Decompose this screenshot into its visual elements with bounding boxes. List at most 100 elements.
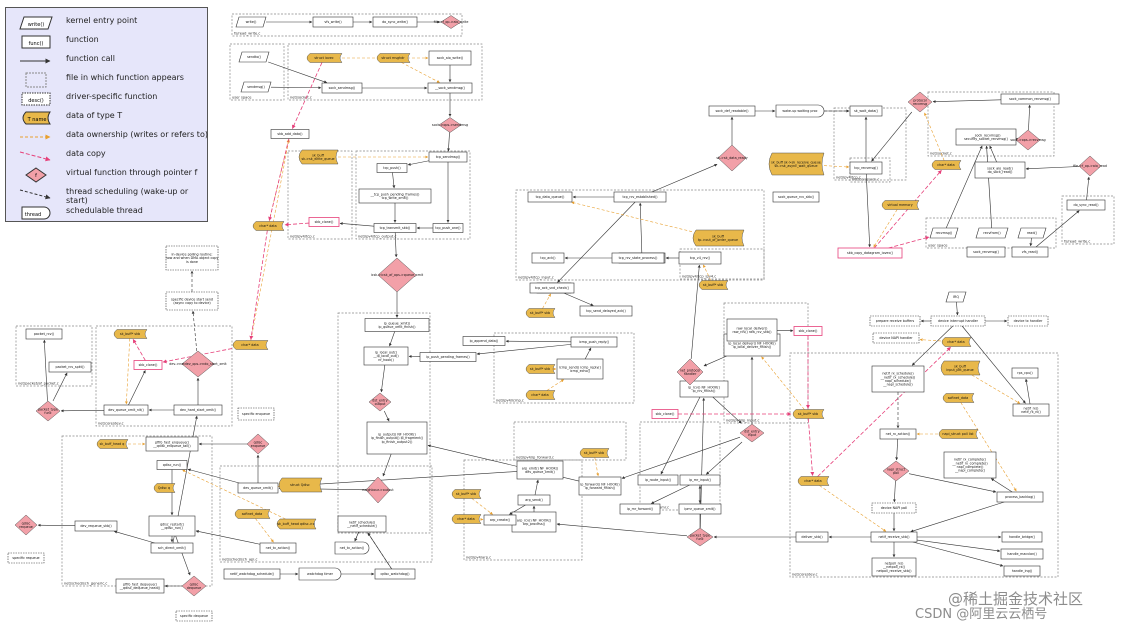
node-sk-buff-data-7: sk_buff* skb: [579, 448, 610, 458]
function-box: [527, 191, 573, 203]
function-box: [726, 318, 778, 342]
edge-sk-buff-data-7-to-ip-forward: [594, 457, 600, 477]
node-label: dev->netdev_ops->ndo_start_xmit: [169, 362, 227, 366]
edge-sock-read-aio-to-sock-recvmsg: [989, 145, 997, 163]
node-label: sk->sk_data_ready: [716, 156, 747, 160]
node-label: dev_requeue_skb(): [80, 524, 111, 528]
node-sendto: sendto(): [238, 51, 270, 63]
watermark-line-1: @稀土掘金技术社区: [948, 590, 1084, 608]
node-sk-data-ready: sk->sk_data_ready: [716, 144, 748, 172]
edge-skb-alloc-frag-to-char-data-1: [268, 138, 290, 221]
file-group-f-arp: net/ipv4/arp.c: [463, 459, 583, 561]
driver-function-box: [237, 407, 275, 421]
node-netif-receive-skb: netif_receive_skb(): [870, 531, 918, 543]
node-ip-mr-forward: ip_mr_forward(): [619, 503, 661, 515]
file-label: net/ipv4/arp.c: [466, 556, 491, 560]
node-label: sk_wait_data(): [854, 109, 878, 113]
edge-out-of-order-queue-to-tcp-data-queue: [571, 201, 693, 232]
node-struct-iovec: struct iovec: [306, 53, 343, 63]
node-label: icmp_send() icmp_reply()icmp_echo(): [559, 365, 601, 373]
node-neigh-output: neighbour->output: [362, 476, 394, 504]
node-label: sk_buff* skb: [798, 412, 818, 416]
node-label: Qdisc q: [158, 486, 170, 490]
node-label: tcp_v4_rcv(): [690, 256, 710, 260]
node-recvfrom: recvfrom(): [975, 227, 1009, 239]
node-label: qdisc_run(): [163, 463, 181, 467]
node-label: netif_receive_skb(): [878, 535, 909, 539]
node-arp-create: arp_create(): [483, 514, 517, 526]
node-qdisc-q: Qdisc q: [153, 483, 176, 493]
file-label: net/sched/sch_generic.c: [64, 582, 107, 586]
edge-poll-list-to-netif-rx: [971, 374, 1021, 404]
node-label: sk_buff* skb: [530, 311, 550, 315]
function-box: [483, 514, 517, 526]
node-softnet-data: softnet_data: [234, 509, 271, 519]
file-group-f-dev-core: net/core/dev.c: [95, 325, 233, 427]
file-group-f-tcp-input: net/ipv4/tcp_input.c: [515, 189, 765, 281]
data-shape: [153, 483, 176, 493]
driver-function-box: [165, 291, 219, 311]
file-group-f-ipmr: net/ipv4/ipmr.c: [639, 421, 721, 511]
ownership-arrow-icon: [20, 134, 51, 140]
edge-sch-direct-xmit-to-dev-requeue-skb: [113, 530, 155, 544]
node-label: softnet_data: [948, 396, 969, 400]
edge-char-data-2-to-device-napi-handler: [919, 338, 942, 342]
node-skb-copy-datagram-iovec: skb_copy_datagram_iovec(): [837, 247, 903, 259]
file-group-f-read-write: fs/read_write.c: [231, 13, 463, 37]
node-label: sock->ops->sendmsg: [432, 123, 468, 127]
node-label: file->f_op->aio_write: [434, 20, 469, 24]
node-pfifo-fast-dequeue: pfifo_fast_dequeue()__qdisc_dequeue_head…: [115, 578, 165, 594]
copy-function-box: [837, 247, 903, 259]
data-shape: [941, 337, 972, 347]
data-shape: [525, 390, 556, 400]
edge-sk-buff-data-5-to-tcp-v4-rcv: [703, 264, 712, 281]
edge-ip-xmit-dst-to-ip-push-pending: [476, 344, 572, 356]
edge-sk-buff-data-6-to-char-data-3: [807, 418, 815, 476]
node-label: char* data: [947, 340, 964, 344]
node-tcp-data-queue: tcp_data_queue(): [527, 191, 573, 203]
node-ip-queue-xmit: ip_queue_xmit()ip_queue_xmit_finish(): [364, 318, 430, 332]
node-sendmsg: sendmsg(): [240, 81, 272, 93]
function-box: [376, 163, 408, 173]
edge-packet-type-func-to-packet-rcv: [42, 339, 48, 402]
function-box: [372, 16, 418, 28]
node-label: device tx handler: [1014, 319, 1043, 323]
node-label: pfifo_fast_enqueue()__qdisc_enqueue_tail…: [152, 440, 190, 448]
node-specific-enqueue: specific enqueue: [237, 407, 275, 421]
node-tcp-transmit-skb: tcp_transmit_skb(): [373, 223, 417, 233]
edge-qdisc-restart-to-qdisc-dequeue: [175, 535, 191, 576]
node-label: tcp_sendmsg(): [436, 155, 460, 159]
function-box: [427, 82, 473, 94]
function-box: [517, 494, 551, 506]
file-boundary: [927, 91, 1055, 157]
legend-label: data of type T: [66, 111, 123, 120]
file-group-f-user-space-1: user space: [229, 43, 285, 101]
file-boundary: [287, 43, 483, 101]
function-box: [849, 161, 883, 175]
edge-ip-local-deliver-to-net-protocol-handler: [703, 355, 727, 367]
entry-point-shape: [235, 16, 267, 28]
function-box: [611, 252, 665, 264]
legend-icon-text: T name: [27, 117, 47, 123]
file-label: user space: [232, 96, 252, 100]
function-box: [173, 404, 223, 416]
file-boundary: [789, 352, 1059, 578]
edge-netif-rx-to-rps-cpu: [1024, 378, 1031, 405]
node-tcp-rcv-state-process: tcp_rcv_state_process(): [611, 252, 665, 264]
node-ipmr-queue-xmit: ipmr_queue_xmit(): [678, 503, 722, 515]
edge-device-interrupt-handler-to-netif-rx: [961, 325, 1026, 404]
virtual-function-diamond: [907, 91, 933, 113]
file-label: net/ipv4/ip_input.c: [726, 419, 759, 423]
node-queue-xmit: icsk->icsk_af_ops->queue_xmit: [371, 257, 424, 293]
legend-label: function call: [66, 54, 115, 63]
edge-process-backlog-to-netif-receive-skb: [910, 501, 1005, 533]
data-shape: [96, 439, 129, 449]
function-box: [679, 474, 721, 486]
function-box: [428, 151, 468, 163]
copy-function-box: [133, 360, 163, 370]
edge-sendto-to-sock-sendmsg-1: [268, 61, 328, 84]
node-ip-push-pending: ip_push_pending_frames(): [419, 352, 477, 362]
